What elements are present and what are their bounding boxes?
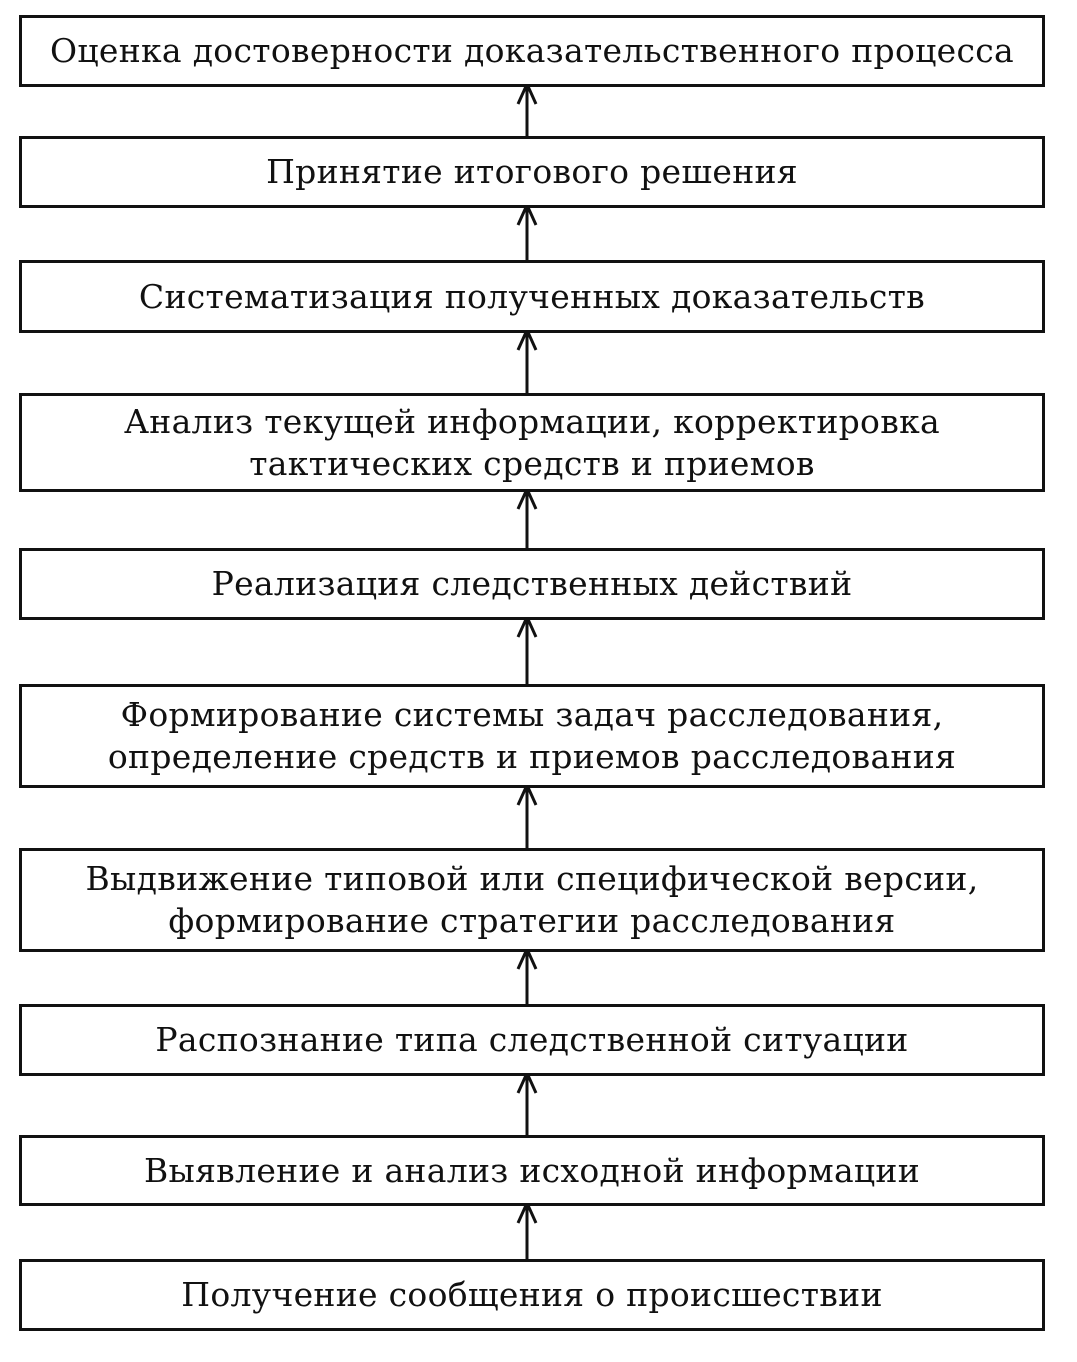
arrow-8: [516, 1069, 538, 1135]
step-label: Выявление и анализ исходной информации: [143, 1150, 921, 1190]
step-label: Оценка достоверности доказательственного…: [50, 31, 1014, 70]
step-put-forward-version: Выдвижение типовой или специфической вер…: [19, 848, 1045, 952]
step-label-line-1: Анализ текущей информации, корректировка: [124, 401, 940, 441]
step-analyze-information: Анализ текущей информации, корректировка…: [19, 393, 1045, 492]
step-form-task-system: Формирование системы задач расследования…: [19, 684, 1045, 788]
step-identify-initial-info: Выявление и анализ исходной информации: [19, 1135, 1045, 1206]
arrow-6: [516, 781, 538, 848]
step-label-line-1: Формирование системы задач расследования…: [120, 695, 944, 734]
arrow-9: [516, 1199, 538, 1259]
step-label: Распознание типа следственной ситуации: [155, 1020, 909, 1059]
arrow-4: [516, 485, 538, 548]
step-investigative-actions: Реализация следственных действий: [19, 548, 1045, 620]
step-systematize-evidence: Систематизация полученных доказательств: [19, 260, 1045, 333]
arrow-2: [516, 201, 538, 260]
arrow-1: [516, 80, 538, 136]
step-label: Принятие итогового решения: [266, 152, 798, 191]
step-recognize-situation: Распознание типа следственной ситуации: [19, 1004, 1045, 1076]
step-label-line-1: Выдвижение типовой или специфической вер…: [85, 859, 979, 898]
step-evaluate-reliability: Оценка достоверности доказательственного…: [19, 15, 1045, 87]
arrow-3: [516, 326, 538, 393]
arrow-5: [516, 613, 538, 684]
step-label: Получение сообщения о происшествии: [181, 1275, 883, 1314]
step-receive-report: Получение сообщения о происшествии: [19, 1259, 1045, 1331]
step-label: Реализация следственных действий: [211, 564, 853, 603]
step-label-line-2: тактических средств и приемов: [249, 443, 815, 483]
arrow-7: [516, 945, 538, 1004]
step-label-line-2: определение средств и приемов расследова…: [107, 737, 957, 776]
step-label: Систематизация полученных доказательств: [138, 276, 926, 316]
step-label-line-2: формирование стратегии расследования: [168, 901, 896, 940]
step-final-decision: Принятие итогового решения: [19, 136, 1045, 208]
